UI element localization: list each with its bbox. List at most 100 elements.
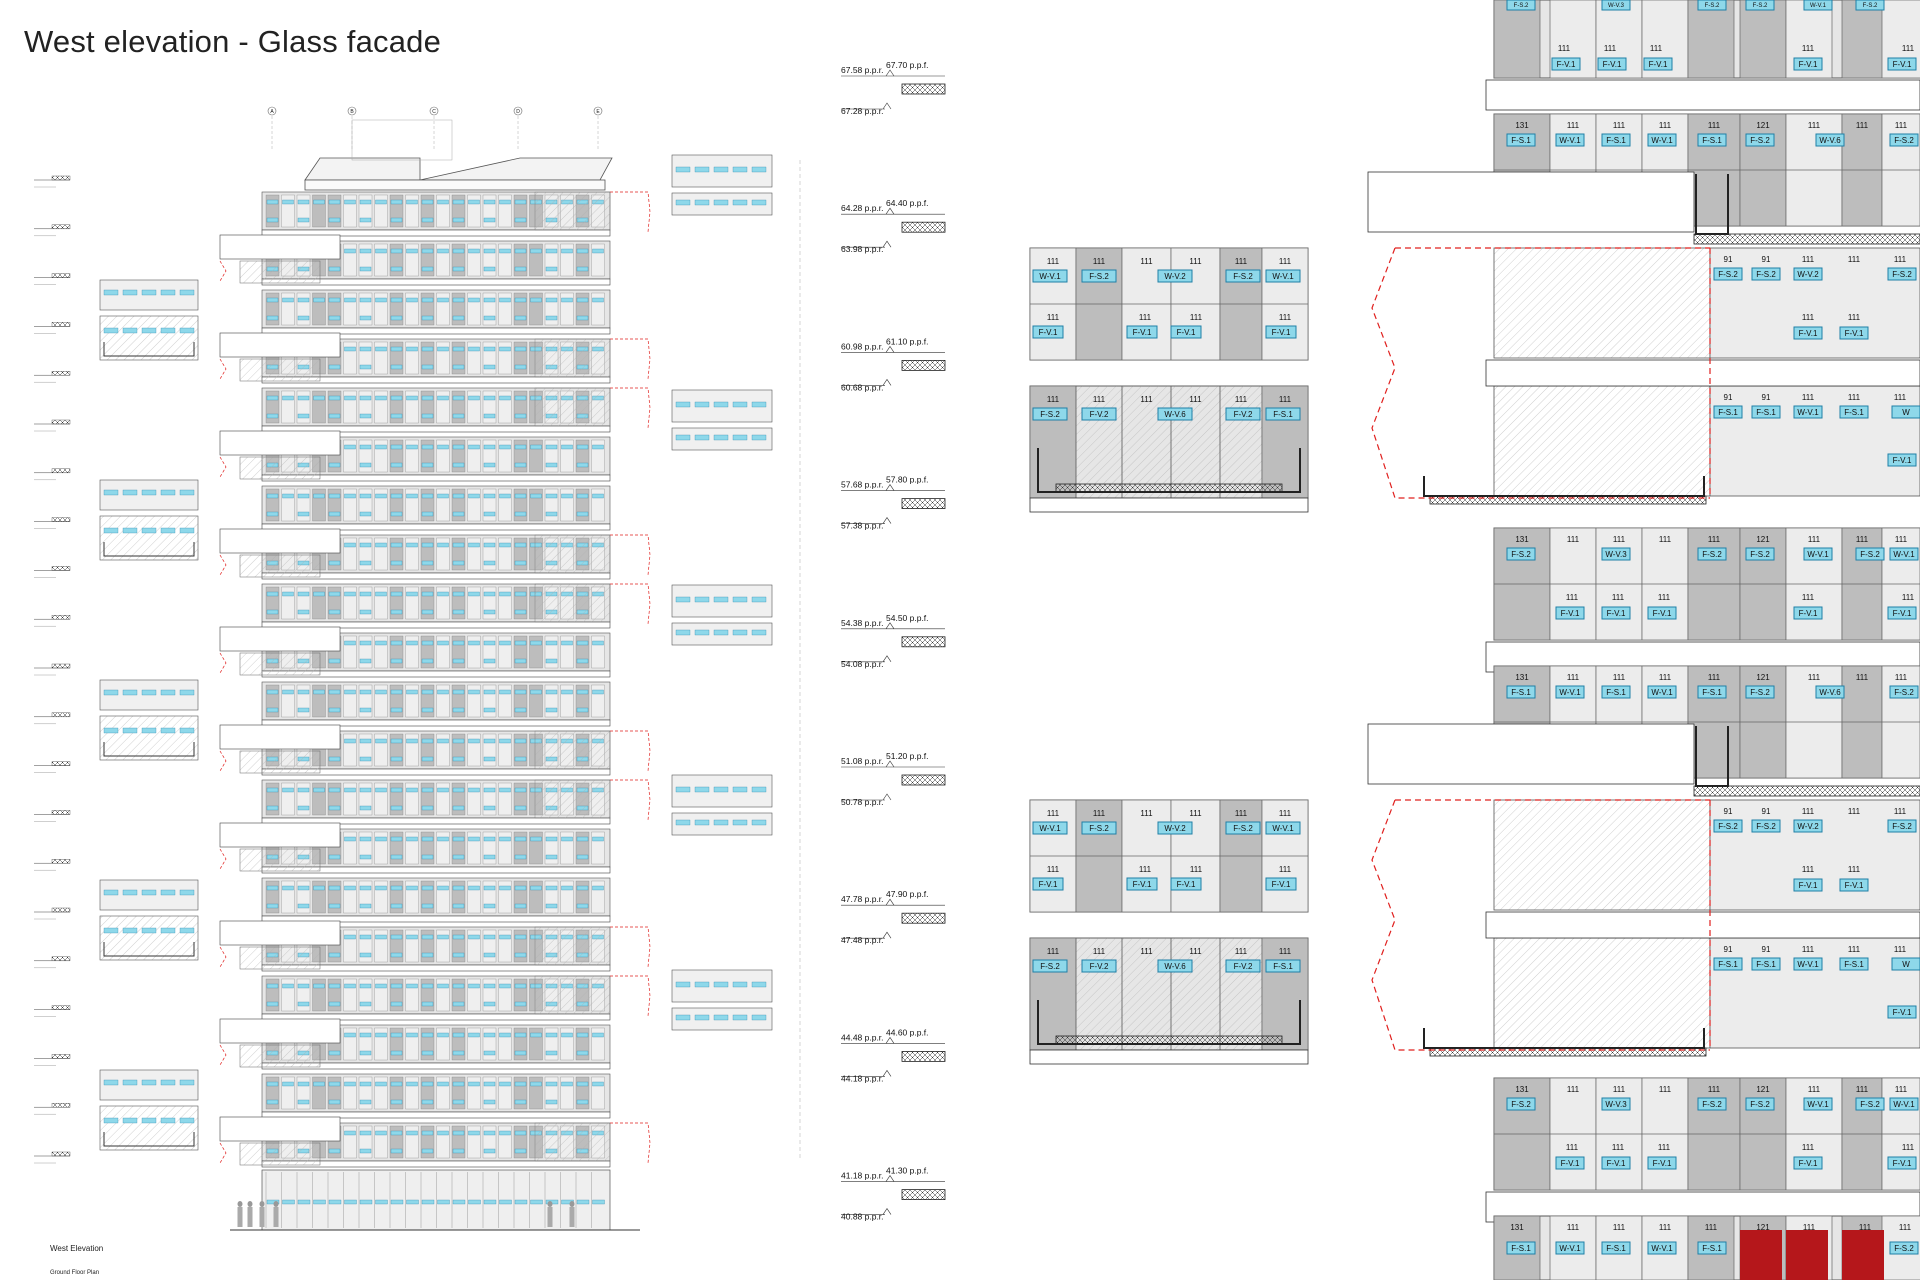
panel-number: 111 [1235,395,1248,404]
facade-panel [513,978,528,1012]
facade-panel [467,586,481,620]
cantilever-slab [1367,171,1695,233]
facade-tag-mini [328,707,341,713]
facade-tag-mini [141,1079,157,1086]
facade-panel [296,194,311,228]
facade-panel [312,1076,326,1110]
facade-panel [420,635,435,669]
facade-tag-mini [297,903,310,909]
facade-tag-mini [359,297,372,303]
facade-panel [358,439,373,473]
facade-tag-mini [406,1032,418,1038]
panel-number: 111 [1189,395,1202,404]
facade-tag-mini [390,738,403,744]
facade-tag-mini [483,903,496,909]
panel-number: 111 [1093,947,1106,956]
facade-panel [436,341,450,375]
facade-tag-mini [359,1050,372,1056]
level-tick-symbol [51,615,71,620]
balcony-red-outline [1371,247,1711,499]
facade-tag-mini [514,658,527,664]
facade-tag-mini [359,315,372,321]
facade-tag-mini [421,934,434,940]
facade-panel [1121,937,1172,1051]
tag-label: W-V.1 [1797,960,1819,969]
balcony-glass [1493,799,1711,911]
balcony-slab [1055,1035,1283,1045]
facade-panel [498,831,512,865]
level-slab-section [901,498,946,510]
facade-panel [560,880,574,914]
facade-tag-mini [530,248,542,254]
facade-tag-mini [530,1199,543,1205]
facade-tag-mini [160,1079,176,1086]
facade-tag-mini [103,889,119,896]
facade-panel [591,684,605,718]
facade-tag-mini [406,885,418,891]
facade-tag-mini [452,983,465,989]
facade-type-tag: F-S.2 [1855,547,1885,561]
tag-label: F-S.2 [1860,550,1880,559]
facade-tag-mini [468,1199,481,1205]
facade-tag-mini [266,787,279,793]
facade-type-tag: F-V.1 [1555,1156,1585,1170]
panel-number: 121 [1756,673,1770,682]
facade-tag-mini [406,787,418,793]
facade-tag-mini [406,395,418,401]
facade-tag-mini [406,493,418,499]
facade-type-tag: F-V.2 [1081,407,1117,421]
facade-tag-mini [141,527,157,534]
facade-tag-mini [483,462,496,468]
facade-tag-mini [266,493,279,499]
facade-tag-mini [514,199,527,205]
facade-tag-mini [452,364,465,370]
facade-tag-mini [179,327,195,334]
balcony-slab [1429,1047,1707,1057]
facade-panel [420,341,435,375]
balcony-glass [239,1044,321,1068]
tag-label: F-S.1 [1702,1244,1722,1253]
grid-axis-bubble [513,106,523,116]
facade-type-tag: F-S.2 [1855,0,1885,11]
facade-tag-mini [514,493,527,499]
facade-type-tag: W-V.1 [1889,547,1919,561]
facade-tag-mini [375,836,387,842]
facade-tag-mini [483,787,496,793]
facade-panel [513,1125,528,1159]
facade-tag-mini [576,297,589,303]
facade-tag-mini [122,689,138,696]
facade-tag-mini [545,444,558,450]
panel-number: 111 [1047,395,1060,404]
tag-label: W-V.2 [1797,270,1819,279]
facade-tag-mini [545,640,558,646]
tag-label: W-V.1 [1651,136,1673,145]
facade-tag-mini [421,560,434,566]
facade-panel [420,194,435,228]
facade-panel [560,684,574,718]
facade-tag-mini [514,1130,527,1136]
facade-tag-mini [421,738,434,744]
facade-tag-mini [359,756,372,762]
facade-panel [374,733,388,767]
facade-tag-mini [421,413,434,419]
facade-tag-mini [483,199,496,205]
facade-tag-mini [266,805,279,811]
panel-number: 111 [1895,121,1908,130]
tag-label: W-V.1 [1810,3,1827,9]
level-marker: 54.38 p.p.r.54.50 p.p.f.54.08 p.p.r. [841,613,946,669]
facade-panel [358,684,373,718]
panel-number: 111 [1566,593,1579,602]
floor-slab [261,915,611,923]
facade-tag-mini [344,444,356,450]
facade-tag-mini [675,596,691,603]
balcony-red-outline [610,1122,651,1164]
facade-panel [405,1125,419,1159]
facade-panel [281,292,295,326]
roof-parapet [304,179,606,191]
facade-tag-mini [452,511,465,517]
balcony-glass [239,358,321,382]
balcony-railing [103,742,195,757]
facade-tag-mini [483,707,496,713]
facade-tag-mini [421,315,434,321]
